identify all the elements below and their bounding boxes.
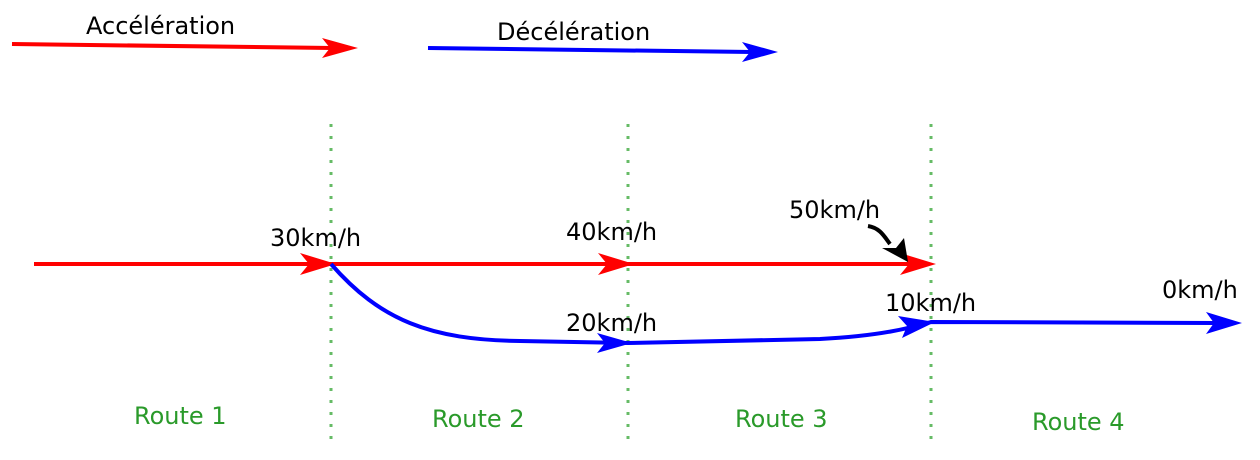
- speed-label-30: 30km/h: [270, 224, 361, 252]
- deceleration-curve: [329, 262, 1216, 346]
- speed-label-50: 50km/h: [789, 196, 880, 224]
- legend-acceleration: Accélération: [11, 12, 358, 58]
- acceleration-arrowhead-1: [300, 253, 336, 275]
- deceleration-arrowhead-1: [597, 333, 632, 353]
- legend-deceleration: Décélération: [427, 18, 778, 62]
- pointer-arrowhead: [882, 238, 908, 262]
- deceleration-arrowhead-3: [1206, 312, 1242, 334]
- deceleration-path: [329, 262, 1242, 353]
- legend-deceleration-arrowhead: [742, 42, 778, 62]
- speed-label-40: 40km/h: [566, 218, 657, 246]
- legend-deceleration-arrow: [427, 46, 753, 54]
- speed-label-0: 0km/h: [1162, 276, 1238, 304]
- legend-acceleration-arrowhead: [322, 38, 358, 58]
- legend-acceleration-arrow: [11, 42, 333, 50]
- pointer-line: [867, 224, 892, 246]
- route-label-3: Route 3: [735, 405, 828, 433]
- route-boundaries: [329, 124, 933, 442]
- speed-50-pointer: [867, 224, 908, 262]
- acceleration-arrowhead-2: [598, 253, 634, 275]
- deceleration-arrowhead-2: [898, 316, 935, 338]
- speed-label-10: 10km/h: [885, 289, 976, 317]
- route-label-1: Route 1: [134, 402, 227, 430]
- acceleration-arrowhead-3: [900, 253, 936, 275]
- route-label-2: Route 2: [432, 405, 525, 433]
- speed-label-20: 20km/h: [566, 309, 657, 337]
- legend-deceleration-label: Décélération: [497, 18, 650, 46]
- route-label-4: Route 4: [1032, 408, 1125, 436]
- legend-acceleration-label: Accélération: [86, 12, 235, 40]
- acceleration-path: [34, 253, 936, 275]
